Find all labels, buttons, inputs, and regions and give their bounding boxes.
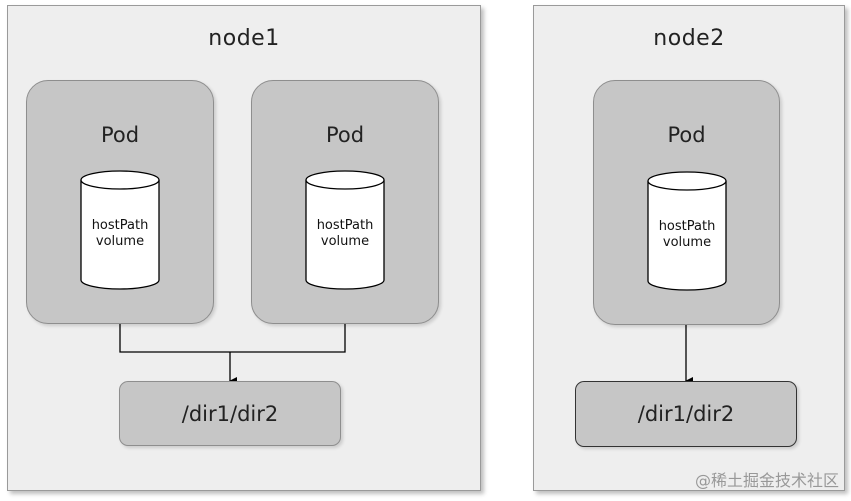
node-title: node1 [208, 26, 280, 51]
volume-label-line2: volume [662, 235, 712, 250]
hostpath-volume-cylinder: hostPath volume [80, 170, 160, 290]
volume-label-line1: hostPath [316, 218, 374, 233]
pod: Pod hostPath volume [593, 80, 780, 325]
volume-label: hostPath volume [647, 219, 727, 251]
volume-label-line2: volume [320, 234, 370, 249]
connector-node1 [119, 324, 346, 353]
host-dir-node1: /dir1/dir2 [119, 381, 341, 446]
hostpath-volume-cylinder: hostPath volume [305, 170, 385, 290]
pod: Pod hostPath volume [26, 80, 214, 324]
pod-title: Pod [100, 123, 140, 147]
cylinder-icon [647, 171, 727, 291]
pod-title: Pod [667, 123, 706, 147]
volume-label-line1: hostPath [91, 218, 149, 233]
host-dir-node2: /dir1/dir2 [575, 381, 797, 447]
pod-title: Pod [325, 123, 365, 147]
cylinder-icon [80, 170, 160, 290]
volume-label-line2: volume [95, 234, 145, 249]
volume-label: hostPath volume [80, 218, 160, 250]
node-title: node2 [653, 26, 725, 51]
hostpath-volume-cylinder: hostPath volume [647, 171, 727, 291]
pod: Pod hostPath volume [251, 80, 439, 324]
volume-label-line1: hostPath [658, 219, 716, 234]
watermark: @稀土掘金技术社区 [694, 471, 839, 490]
volume-label: hostPath volume [305, 218, 385, 250]
cylinder-icon [305, 170, 385, 290]
